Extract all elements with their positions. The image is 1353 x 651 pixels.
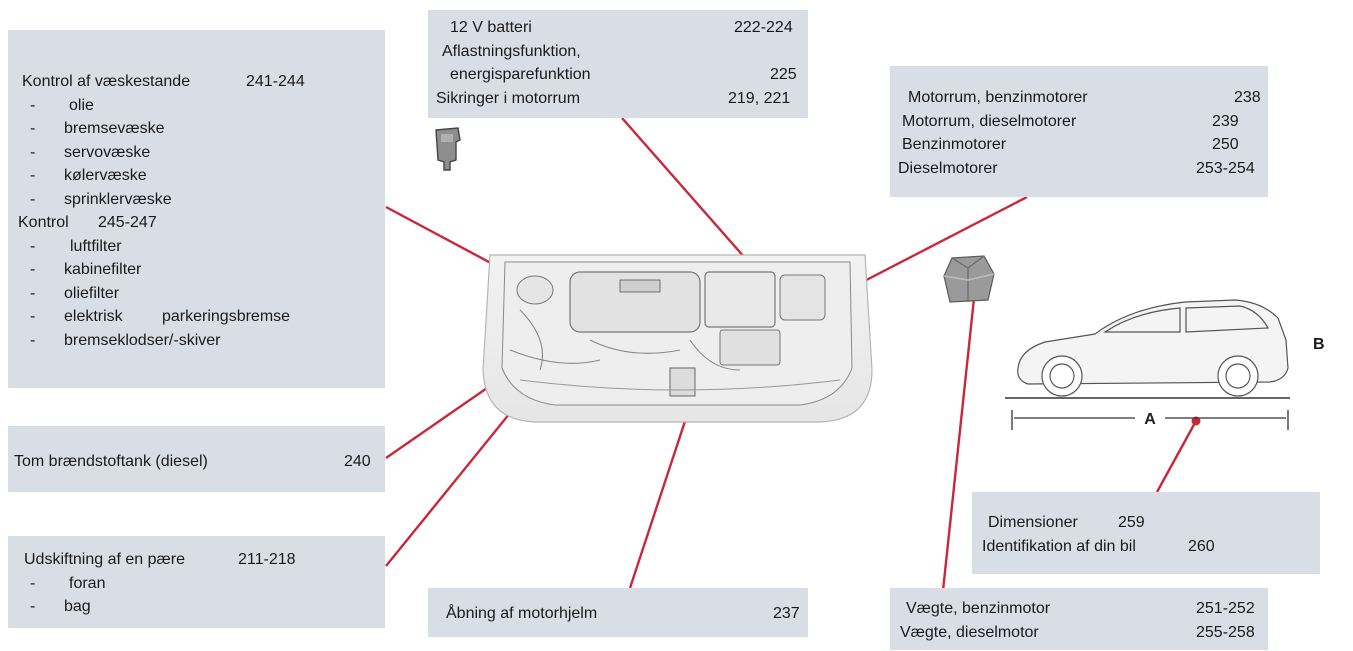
control-heading: Kontrol (18, 214, 69, 231)
fuel-pages: 240 (344, 453, 371, 470)
fuses-label: Sikringer i motorrum (436, 89, 581, 107)
fuse-icon (435, 127, 461, 171)
engine-row-pages: 238 (1234, 89, 1261, 106)
dimensions-box: Dimensioner 259 Identifikation af din bil… (972, 492, 1320, 574)
control-item: bremseklodser/-skiver (64, 331, 221, 349)
list-dash: - (30, 237, 36, 255)
bonnet-pages: 237 (773, 605, 800, 622)
energy-saving-pages: 225 (770, 66, 797, 83)
bulb-pages: 211-218 (238, 551, 296, 568)
identification-pages: 260 (1188, 537, 1215, 555)
dimensions-pages: 259 (1118, 514, 1145, 531)
engine-row-pages: 253-254 (1196, 159, 1255, 177)
control-item: oliefilter (64, 284, 120, 302)
weight-petrol-label: Vægte, benzinmotor (906, 600, 1051, 617)
list-dash: - (30, 308, 36, 325)
bulb-item: bag (64, 598, 91, 615)
leader-dimensions (1155, 420, 1198, 493)
leader-bonnet (628, 396, 695, 589)
control-item-extra: parkeringsbremse (162, 308, 291, 325)
engines-box: Motorrum, benzinmotorer 238 Motorrum, die… (890, 66, 1268, 197)
fluid-item: kølervæske (64, 167, 147, 184)
fluid-control-box: Kontrol af væskestande 241-244 - olie - bre… (8, 30, 385, 388)
list-dash: - (30, 284, 36, 302)
dimension-b-label: B (1313, 336, 1325, 353)
energy-saving-label: energisparefunktion (450, 66, 591, 83)
list-dash: - (30, 331, 36, 349)
engine-row-label: Dieselmotorer (898, 159, 998, 177)
relief-function-label: Aflastningsfunktion, (442, 42, 581, 60)
bonnet-label: Åbning af motorhjelm (446, 605, 598, 622)
fuses-pages: 219, 221 (728, 89, 791, 107)
list-dash: - (30, 598, 36, 615)
battery-label: 12 V batteri (450, 19, 532, 36)
weight-petrol-pages: 251-252 (1196, 600, 1255, 617)
engine-row-label: Motorrum, benzinmotorer (908, 89, 1088, 106)
list-dash: - (30, 261, 36, 278)
engine-row-pages: 250 (1212, 136, 1239, 153)
fluid-item: olie (69, 96, 94, 114)
fuel-box: Tom brændstoftank (diesel) 240 (8, 426, 385, 492)
fluid-item: sprinklervæske (64, 190, 172, 208)
battery-pages: 222-224 (734, 19, 793, 36)
engine-row-label: Motorrum, dieselmotorer (902, 112, 1077, 130)
filler-cap-icon (943, 255, 995, 303)
identification-label: Identifikation af din bil (982, 537, 1136, 555)
bulb-label: Udskiftning af en pære (24, 551, 185, 568)
leader-weights (940, 288, 977, 601)
dimension-a-label: A (1144, 411, 1156, 428)
control-heading-pages: 245-247 (98, 214, 157, 231)
list-dash: - (30, 574, 36, 592)
weight-diesel-label: Vægte, dieselmotor (900, 623, 1039, 641)
battery-box: 12 V batteri 222-224 Aflastningsfunktion,… (428, 10, 808, 118)
fluid-heading: Kontrol af væskestande (22, 73, 191, 90)
fuel-label: Tom brændstoftank (diesel) (14, 453, 208, 470)
control-item: luftfilter (70, 237, 122, 255)
bonnet-box: Åbning af motorhjelm 237 (428, 588, 808, 637)
fluid-item: bremsevæske (64, 120, 165, 137)
car-side-illustration: A (1005, 299, 1290, 430)
list-dash: - (30, 96, 36, 114)
dimensions-label: Dimensioner (988, 514, 1078, 531)
fluid-heading-pages: 241-244 (246, 73, 305, 90)
bulb-box: Udskiftning af en pære 211-218 - foran - ba… (8, 536, 385, 628)
bulb-item: foran (69, 574, 106, 592)
control-item: elektrisk (64, 308, 123, 325)
engine-row-label: Benzinmotorer (902, 136, 1007, 153)
engine-bay-illustration (482, 254, 873, 423)
list-dash: - (30, 167, 36, 184)
engine-row-pages: 239 (1212, 112, 1239, 130)
control-item: kabinefilter (64, 261, 142, 278)
weight-diesel-pages: 255-258 (1196, 623, 1255, 641)
weights-box: Vægte, benzinmotor 251-252 Vægte, dieselm… (890, 588, 1268, 650)
fluid-item: servovæske (64, 143, 151, 161)
list-dash: - (30, 120, 36, 137)
list-dash: - (30, 190, 36, 208)
list-dash: - (30, 143, 36, 161)
